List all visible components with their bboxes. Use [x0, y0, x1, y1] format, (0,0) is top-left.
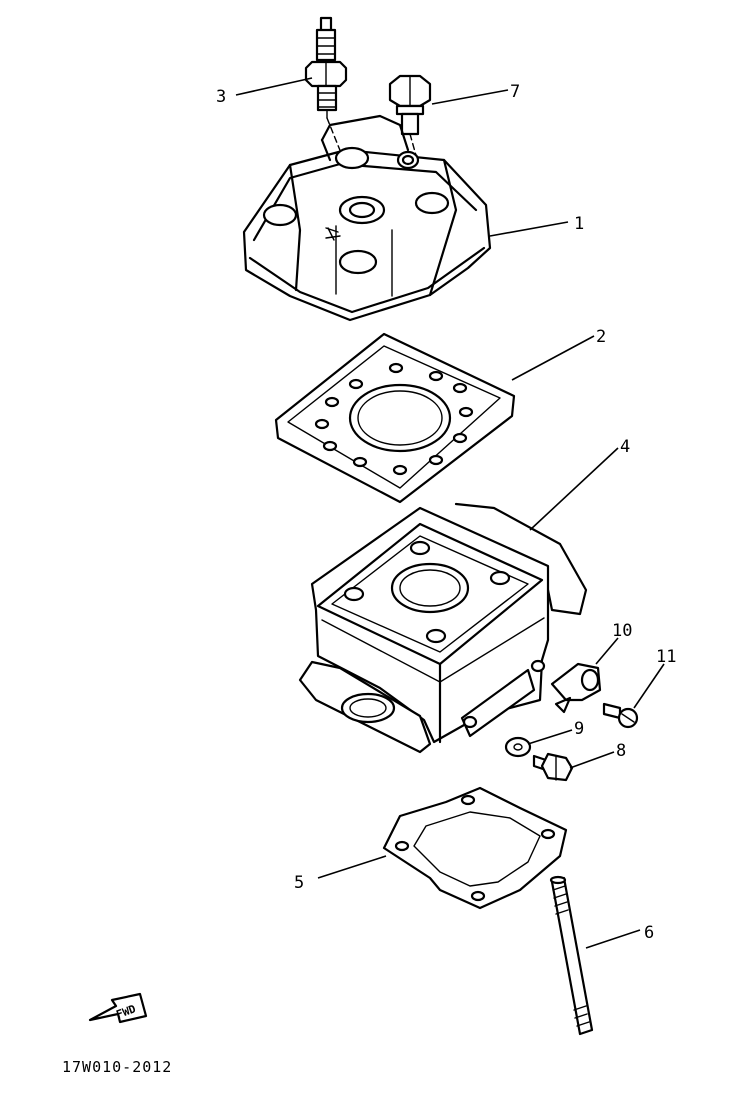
drawing-code: 17W010-2012: [62, 1058, 172, 1076]
callout-labels: 3 7 1 2 4 10 11 9 8 5 6: [216, 82, 676, 943]
callout-7: 7: [510, 82, 520, 102]
part-washer: [504, 736, 532, 758]
callout-2: 2: [596, 327, 606, 347]
part-head-bolt: [388, 74, 432, 136]
part-cylinder: [298, 502, 588, 754]
part-head-gasket: [274, 332, 516, 504]
callout-1: 1: [574, 214, 584, 234]
callout-10: 10: [612, 621, 632, 641]
callout-11: 11: [656, 647, 676, 667]
callout-8: 8: [616, 741, 626, 761]
part-flange-bolt: [532, 752, 574, 782]
part-spark-plug: [304, 16, 348, 119]
callout-3: 3: [216, 87, 226, 107]
part-screw: [602, 702, 639, 729]
callout-4: 4: [620, 437, 630, 457]
part-clip: [550, 662, 602, 714]
callout-5: 5: [294, 873, 304, 893]
callout-9: 9: [574, 719, 584, 739]
part-cylinder-head: [242, 114, 492, 322]
fwd-arrow-icon: FWD: [88, 992, 148, 1024]
part-base-gasket: [382, 786, 568, 910]
part-stud-bolt: [549, 875, 594, 1036]
gasket-bolt-holes: [314, 362, 474, 476]
leader-lines: [235, 77, 665, 949]
callout-6: 6: [644, 923, 654, 943]
